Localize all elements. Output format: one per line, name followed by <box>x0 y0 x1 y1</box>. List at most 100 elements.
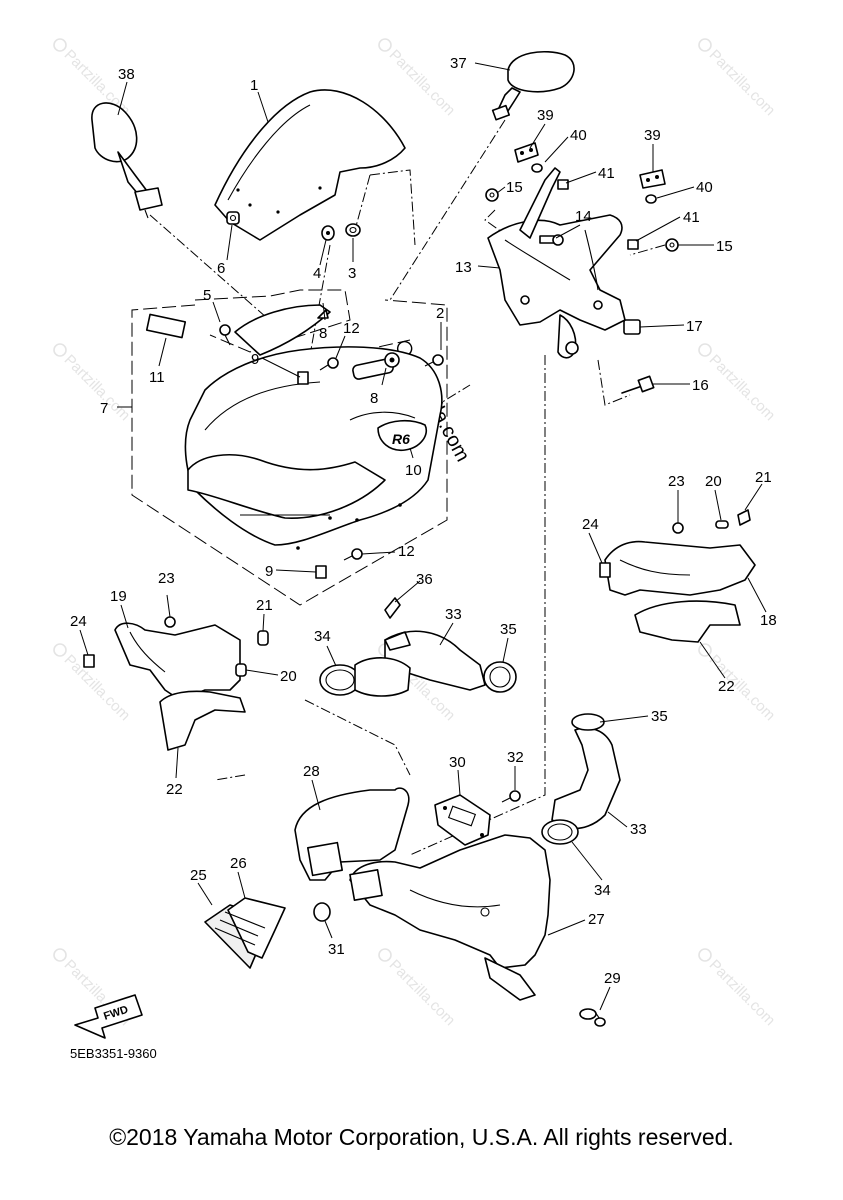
watermark-text: Partzilla.com <box>61 651 134 724</box>
callout-7: 7 <box>100 400 108 417</box>
clip-9-upper <box>297 371 309 385</box>
callout-16: 16 <box>692 377 709 394</box>
callout-34-upper: 34 <box>314 628 331 645</box>
callout-24-right: 24 <box>582 516 599 533</box>
callout-33-lower: 33 <box>630 821 647 838</box>
callout-15-right: 15 <box>716 238 733 255</box>
bolt-12-lower <box>343 548 363 561</box>
callout-labels: 1 2 3 4 5 6 7 8 8 9 9 10 11 12 12 13 14 … <box>70 55 777 987</box>
callout-15-left: 15 <box>506 179 523 196</box>
callout-leaders <box>79 62 767 1011</box>
callout-18: 18 <box>760 612 777 629</box>
callout-1: 1 <box>250 77 258 94</box>
upper-air-duct <box>319 597 517 697</box>
callout-8-lower: 8 <box>370 390 378 407</box>
stay-bracket <box>487 167 626 359</box>
callout-27: 27 <box>588 911 605 928</box>
bolt-12-upper <box>319 357 339 371</box>
copyright-footer: ©2018 Yamaha Motor Corporation, U.S.A. A… <box>109 1124 734 1150</box>
bolt-16 <box>621 375 655 394</box>
washer-3 <box>345 223 361 237</box>
callout-20-left: 20 <box>280 668 297 685</box>
callout-41-left: 41 <box>598 165 615 182</box>
bolt-14 <box>539 234 564 246</box>
callout-32: 32 <box>507 749 524 766</box>
callout-9-upper: 9 <box>251 351 259 368</box>
nut-41-left <box>557 179 569 190</box>
left-mirror <box>91 102 163 219</box>
callout-39-right: 39 <box>644 127 661 144</box>
callout-30: 30 <box>449 754 466 771</box>
callout-25: 25 <box>190 867 207 884</box>
bolt-29 <box>579 1008 606 1027</box>
callout-6: 6 <box>217 260 225 277</box>
clip-8-upper <box>317 309 329 319</box>
callout-35-upper: 35 <box>500 621 517 638</box>
damper-39-left <box>514 142 539 163</box>
main-air-duct <box>294 787 551 1001</box>
callout-3: 3 <box>348 265 356 282</box>
callout-13: 13 <box>455 259 472 276</box>
callout-8-upper: 8 <box>319 325 327 342</box>
callout-24-left: 24 <box>70 613 87 630</box>
grommet-6 <box>226 211 240 225</box>
callout-34-lower: 34 <box>594 882 611 899</box>
callout-19: 19 <box>110 588 127 605</box>
watermark-text: Partzilla.com <box>706 351 779 424</box>
callout-35-lower: 35 <box>651 708 668 725</box>
callout-38: 38 <box>118 66 135 83</box>
watermark-text: Partzilla.com <box>706 46 779 119</box>
callout-14: 14 <box>575 208 592 225</box>
mesh-screen <box>204 897 286 969</box>
callout-41-right: 41 <box>683 209 700 226</box>
right-side-duct <box>599 509 756 643</box>
pad-11 <box>145 313 187 339</box>
callout-12-upper: 12 <box>343 320 360 337</box>
callout-21-left: 21 <box>256 597 273 614</box>
callout-28: 28 <box>303 763 320 780</box>
callout-31: 31 <box>328 941 345 958</box>
callout-4: 4 <box>313 265 321 282</box>
fwd-arrow: FWD <box>74 994 143 1039</box>
bracket-30 <box>434 794 491 846</box>
right-mirror <box>491 50 575 121</box>
r6-badge-text: R6 <box>392 431 410 447</box>
callout-2: 2 <box>436 305 444 322</box>
bolt-32 <box>501 790 521 803</box>
callout-33-upper: 33 <box>445 606 462 623</box>
watermark-text: Partzilla.com <box>61 351 134 424</box>
watermark-text: Partzilla.com <box>386 46 459 119</box>
callout-9-lower: 9 <box>265 563 273 580</box>
callout-22-left: 22 <box>166 781 183 798</box>
lower-air-duct <box>541 713 621 845</box>
callout-40-left: 40 <box>570 127 587 144</box>
callout-39-left: 39 <box>537 107 554 124</box>
callout-5: 5 <box>203 287 211 304</box>
callout-12-lower: 12 <box>398 543 415 560</box>
callout-21-right: 21 <box>755 469 772 486</box>
grommet-15-left <box>485 188 499 202</box>
callout-10: 10 <box>405 462 422 479</box>
callout-23-left: 23 <box>158 570 175 587</box>
front-cowling: R6 <box>184 304 443 550</box>
screw-5 <box>219 324 231 346</box>
callout-29: 29 <box>604 970 621 987</box>
callout-40-right: 40 <box>696 179 713 196</box>
collar-40-left <box>531 163 543 173</box>
callout-22-right: 22 <box>718 678 735 695</box>
callout-36: 36 <box>416 571 433 588</box>
left-side-duct <box>83 616 269 751</box>
grommet-31 <box>313 902 331 922</box>
callout-23-right: 23 <box>668 473 685 490</box>
part-code: 5EB3351-9360 <box>70 1046 157 1061</box>
damper-39-right <box>639 169 666 189</box>
windscreen <box>214 89 406 241</box>
nut-17 <box>623 319 641 335</box>
callout-17: 17 <box>686 318 703 335</box>
callout-11: 11 <box>149 369 165 386</box>
nut-41-right <box>627 239 639 250</box>
clip-9-lower <box>315 565 327 579</box>
callout-26: 26 <box>230 855 247 872</box>
